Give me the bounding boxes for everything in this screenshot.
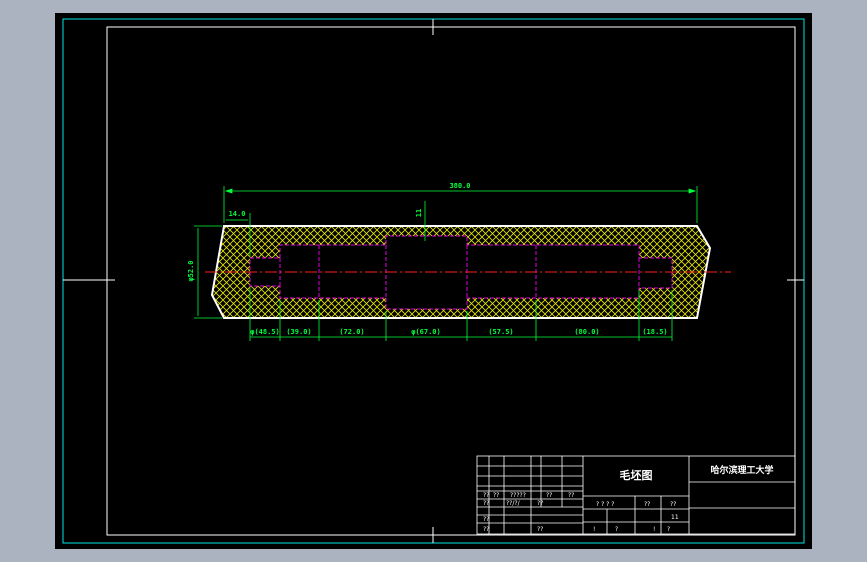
tb-cell: ? [667,526,670,533]
tb-cell: ?? [670,501,676,508]
inner-frame [106,26,796,536]
dim-top-mark-label: 11 [415,209,423,217]
cad-drawing: 380.0 14.0 11 φ52.0 φ(48.5) (39.0) (72.0… [62,18,805,544]
tb-cell: 11 [671,514,679,521]
dim-overall [223,186,698,223]
tb-cell: ?? [568,492,574,499]
tb-cell: ? [615,526,618,533]
tb-cell: ??/?/ [506,500,521,507]
tb-cell: ! [593,526,595,533]
dim-seg-6: (80.0) [574,328,599,336]
dim-seg-2: (39.0) [286,328,311,336]
tb-cell: ? ? ? ? [596,501,614,508]
drawing-sheet: 380.0 14.0 11 φ52.0 φ(48.5) (39.0) (72.0… [55,13,812,549]
school-name: 哈尔滨理工大学 [710,464,773,476]
tb-cell: ?? [644,501,650,508]
drawing-title: 毛坯图 [620,468,653,482]
tb-cell: ?? [483,492,489,499]
tb-cell: ?? [483,516,489,523]
dim-left-step [226,213,251,256]
dim-seg-1: φ(48.5) [250,328,280,336]
dim-overall-label: 380.0 [449,182,470,190]
tb-cell: ?? [493,492,499,499]
dim-seg-5: (57.5) [488,328,513,336]
tb-cell: ?? [546,492,552,499]
tb-cell: ?? [483,500,489,507]
dim-diameter-label: φ52.0 [187,260,195,281]
dim-left-step-label: 14.0 [229,210,246,218]
dim-seg-7: (18.5) [642,328,667,336]
tb-cell: ?? [483,526,489,533]
tb-cell: ! [653,526,655,533]
dim-seg-3: (72.0) [339,328,364,336]
dim-chain [249,288,673,341]
tb-cell: ?? [537,526,543,533]
tb-cell: ?? [537,500,543,507]
tb-cell: ????? [510,492,526,499]
dim-seg-4: φ(67.0) [411,328,441,336]
dim-diameter [194,225,222,319]
title-block [476,455,796,535]
